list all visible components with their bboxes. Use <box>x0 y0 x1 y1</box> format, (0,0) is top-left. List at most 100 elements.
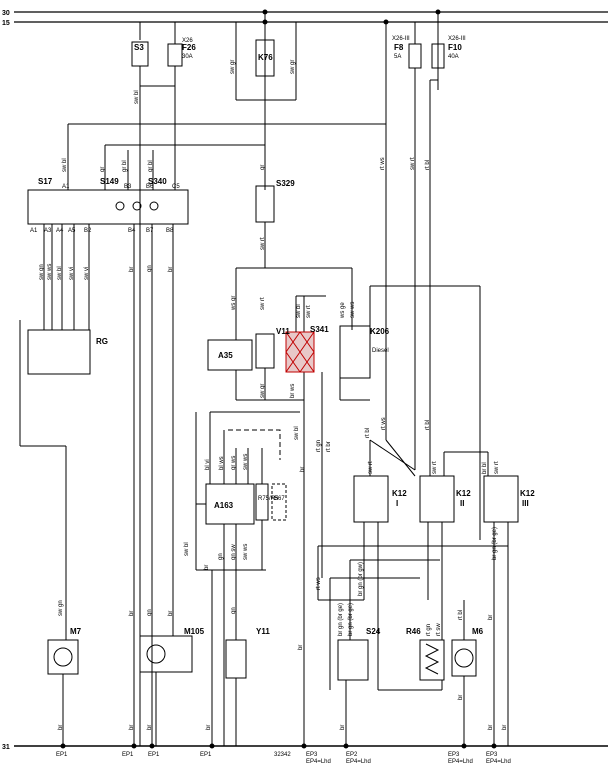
k12-iii-num: III <box>522 499 529 508</box>
s17-top-pin: B6 <box>146 184 154 190</box>
wire-label: ws ge <box>340 302 346 319</box>
y11-label: Y11 <box>256 627 270 636</box>
ground-label: EP1 <box>148 752 160 758</box>
k12-iii-label: K12 <box>520 489 535 498</box>
k12-ii-relay <box>419 475 455 523</box>
f8-fuse <box>408 43 422 69</box>
wire-label: sw gr <box>260 384 266 398</box>
m6-motor-icon <box>454 648 474 668</box>
s17-top-pin: A1 <box>62 184 70 190</box>
s17-pin-label: A5 <box>68 228 76 234</box>
s341-label: S341 <box>310 325 329 334</box>
wire-label: sw ws <box>47 264 53 280</box>
wire-label: br gn (br gw) <box>358 562 364 596</box>
f10-rating: 40A <box>448 54 459 60</box>
wire-label: rt bl <box>425 160 431 170</box>
wire-label: rt sw <box>436 623 442 636</box>
wire-label: gn sw <box>231 544 237 560</box>
wire-label: br bl <box>482 462 488 474</box>
wire-label: sw ws <box>243 544 249 560</box>
s329-label: S329 <box>276 179 295 188</box>
s17-pin-label: B2 <box>84 228 92 234</box>
m7-motor-icon <box>53 647 73 667</box>
r46-resistor-icon <box>424 643 440 675</box>
rg-label: RG <box>96 337 108 346</box>
wire-label: br <box>204 565 210 570</box>
wire-label: rt ws <box>380 157 386 170</box>
ground-label: EP3 <box>486 752 498 758</box>
wire-label: sw ws <box>350 302 356 318</box>
a163-label: A163 <box>214 501 234 510</box>
wire-label: sw bl <box>57 266 63 280</box>
wire-label: rt ws <box>381 417 387 430</box>
ground-sublabel: EP4=Lhd <box>448 759 473 765</box>
wire-label: sw rt <box>260 297 266 310</box>
wire-label: gr <box>260 165 266 170</box>
k12-ii-label: K12 <box>456 489 471 498</box>
wire-label: br <box>168 267 174 272</box>
ground-label: EP3 <box>448 752 460 758</box>
ground-junctions <box>60 9 497 749</box>
k76-label: K76 <box>258 53 273 62</box>
wire-label: br <box>488 725 494 730</box>
wire-label: sw vi <box>69 267 75 280</box>
wire-label: br <box>300 467 306 472</box>
wire-label: sw gn <box>39 264 45 280</box>
wire-label: gn <box>231 607 237 614</box>
rail-30-label: 30 <box>2 10 10 17</box>
wire-label: gr bl <box>148 160 154 172</box>
s17-top-pin: C5 <box>172 184 180 190</box>
wire-label: sw gn <box>58 600 64 616</box>
wire-label: br <box>206 725 212 730</box>
wire-label: br <box>58 725 64 730</box>
f26-label: F26 <box>182 43 196 52</box>
r46-resistor <box>419 639 445 681</box>
wire-label: sw gr <box>290 60 296 74</box>
m105-motor <box>139 635 193 673</box>
s24-switch <box>337 639 369 681</box>
f10-label: F10 <box>448 43 462 52</box>
ground-sublabel: EP4=Lhd <box>346 759 371 765</box>
s149-label: S149 <box>100 177 119 186</box>
rail-15-label: 15 <box>2 20 10 27</box>
k206-label: K206 <box>370 327 390 336</box>
s17-pin-label: B7 <box>146 228 154 234</box>
s329-switch <box>255 185 275 223</box>
wire-label: sw rt <box>260 237 266 250</box>
f10-conn: X26-III <box>448 36 466 42</box>
a35-module <box>207 339 253 371</box>
ground-label: EP1 <box>200 752 212 758</box>
s3-label: S3 <box>134 43 144 52</box>
k206-sub: Diesel <box>372 348 389 354</box>
ground-label: EP1 <box>122 752 134 758</box>
wire-color-labels: sw bl sw gr sw gr gr gr bl gr bl sw bl g… <box>39 60 508 730</box>
m6-motor <box>451 639 477 677</box>
wire-label: rt bl <box>425 420 431 430</box>
wire-label: sw bl <box>62 158 68 172</box>
wire-label: br <box>502 725 508 730</box>
ground-label: EP3 <box>306 752 318 758</box>
wire-label: sw rt <box>432 461 438 474</box>
f8-conn: X26-III <box>392 36 410 42</box>
k12-i-num: I <box>396 499 398 508</box>
f26-fuse <box>167 43 183 67</box>
ground-label: 32342 <box>274 752 291 758</box>
ground-label: EP1 <box>56 752 68 758</box>
k12-iii-relay <box>483 475 519 523</box>
f8-label: F8 <box>394 43 404 52</box>
m6-label: M6 <box>472 627 484 636</box>
s17-top-pin: B3 <box>124 184 132 190</box>
m7-motor <box>47 639 79 675</box>
wire-label: ws gr <box>231 296 237 311</box>
wire-label: br <box>458 695 464 700</box>
s24-label: S24 <box>366 627 381 636</box>
ground-label: EP2 <box>346 752 358 758</box>
wire-label: sw bl <box>134 90 140 104</box>
wire-label: gr ws <box>231 456 237 470</box>
wire-label: sw ws <box>243 454 249 470</box>
k206-relay <box>339 325 371 379</box>
s17-pin-label: A3 <box>44 228 52 234</box>
wire-label: sw rt <box>494 461 500 474</box>
wire-label: rt br <box>326 441 332 452</box>
